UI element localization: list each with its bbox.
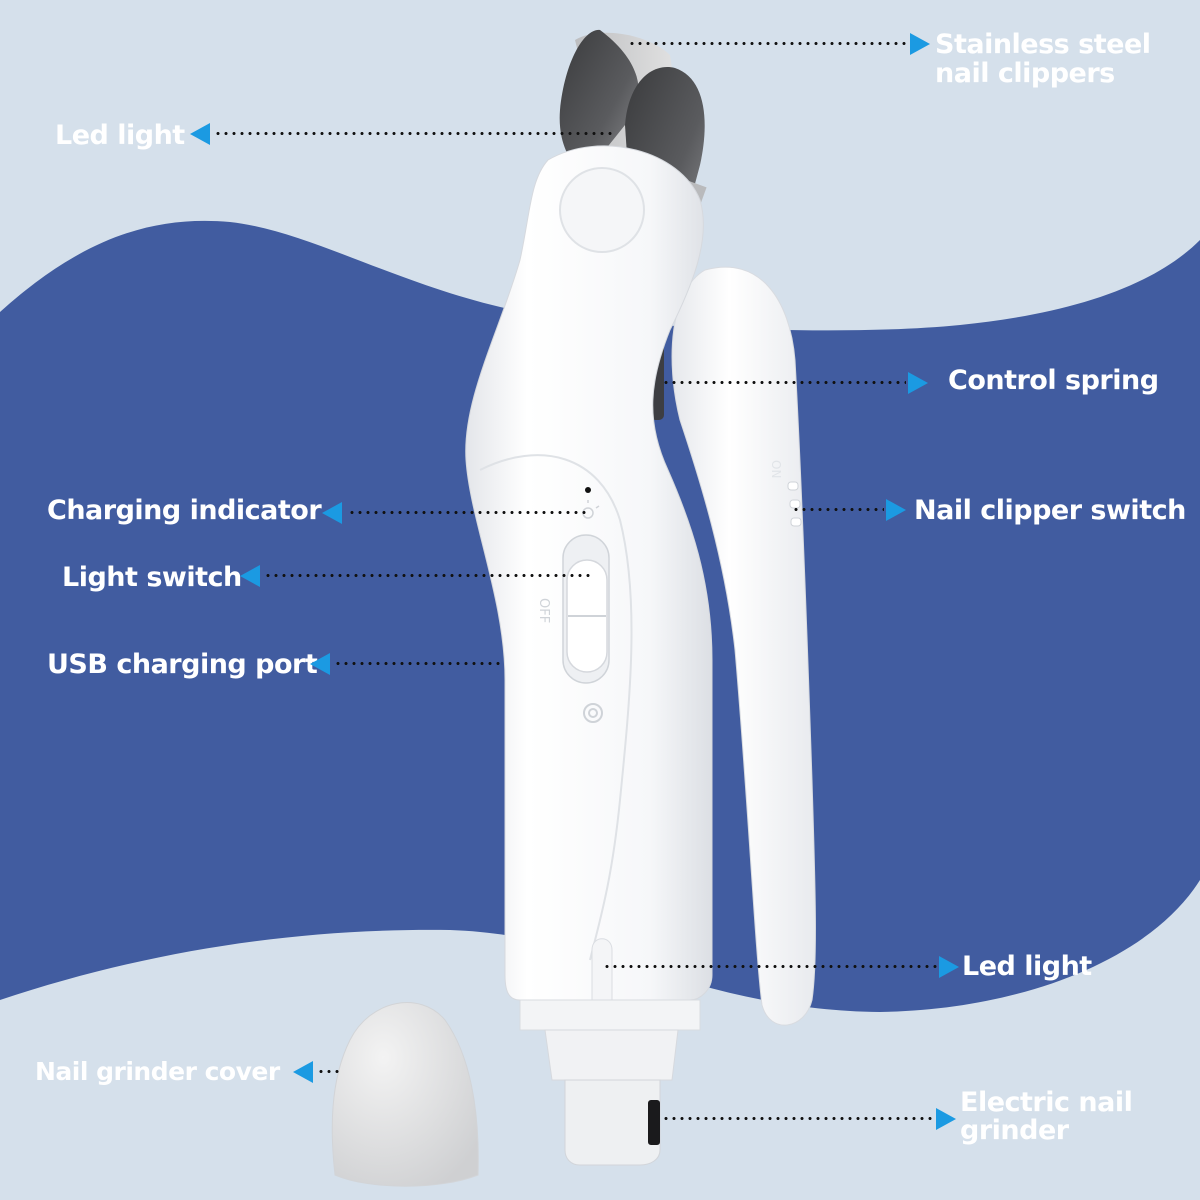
arrow-left-icon <box>293 1061 313 1083</box>
grinder-collar <box>519 999 701 1031</box>
arrow-right-icon <box>886 499 906 521</box>
leader-line <box>334 662 502 665</box>
label-charging-indicator: Charging indicator <box>47 495 322 526</box>
callout-stainless-steel <box>628 33 933 55</box>
leader-line <box>317 1070 343 1073</box>
charging-indicator-dot <box>585 487 591 493</box>
nail-grinder-cover <box>331 1002 479 1187</box>
body-panel-seam <box>479 454 633 961</box>
label-light-switch: Light switch <box>62 562 242 593</box>
callout-light-switch <box>240 565 595 587</box>
leader-line <box>662 1117 934 1120</box>
label-electric-grinder: Electric nail grinder <box>960 1087 1133 1146</box>
leader-line <box>662 381 906 384</box>
power-circle-icon <box>583 703 603 723</box>
callout-usb-charging-port <box>310 653 505 675</box>
arrow-left-icon <box>190 123 210 145</box>
arrow-right-icon <box>910 33 930 55</box>
callout-led-light-top <box>190 123 620 145</box>
pivot-disc <box>559 167 645 253</box>
led-light-bump <box>591 938 613 1001</box>
label-led-light-top: Led light <box>55 120 185 151</box>
leader-line <box>628 42 908 45</box>
callout-nail-grinder-cover <box>293 1061 345 1083</box>
clipper-lever <box>671 266 816 1026</box>
electric-nail-grinder-head <box>564 1079 661 1166</box>
grinder-wheel <box>648 1100 660 1145</box>
clipper-blade-left <box>559 29 639 176</box>
nail-clipper-switch-notches <box>787 481 802 527</box>
label-usb-charging-port: USB charging port <box>47 649 318 680</box>
arrow-right-icon <box>939 956 959 978</box>
arrow-left-icon <box>310 653 330 675</box>
leader-line <box>792 508 884 511</box>
callout-led-light-bottom <box>603 956 960 978</box>
grinder-neck <box>544 1029 679 1081</box>
leader-line <box>214 132 614 135</box>
leader-line <box>603 965 937 968</box>
lever-on-marking: ON <box>769 460 783 478</box>
leader-line <box>348 511 590 514</box>
label-led-light-bottom: Led light <box>962 951 1092 982</box>
switch-off-marking: OFF <box>536 598 551 623</box>
callout-charging-indicator <box>322 502 592 524</box>
label-nail-clipper-switch: Nail clipper switch <box>914 495 1186 526</box>
label-nail-grinder-cover: Nail grinder cover <box>35 1057 280 1086</box>
arrow-right-icon <box>908 372 928 394</box>
arrow-right-icon <box>936 1108 956 1130</box>
callout-nail-clipper-switch <box>792 499 910 521</box>
arrow-left-icon <box>240 565 260 587</box>
label-stainless-steel: Stainless steel nail clippers <box>935 29 1151 89</box>
callout-electric-grinder <box>662 1108 958 1130</box>
leader-line <box>264 574 594 577</box>
label-control-spring: Control spring <box>948 365 1159 396</box>
callout-control-spring <box>662 372 932 394</box>
arrow-left-icon <box>322 502 342 524</box>
